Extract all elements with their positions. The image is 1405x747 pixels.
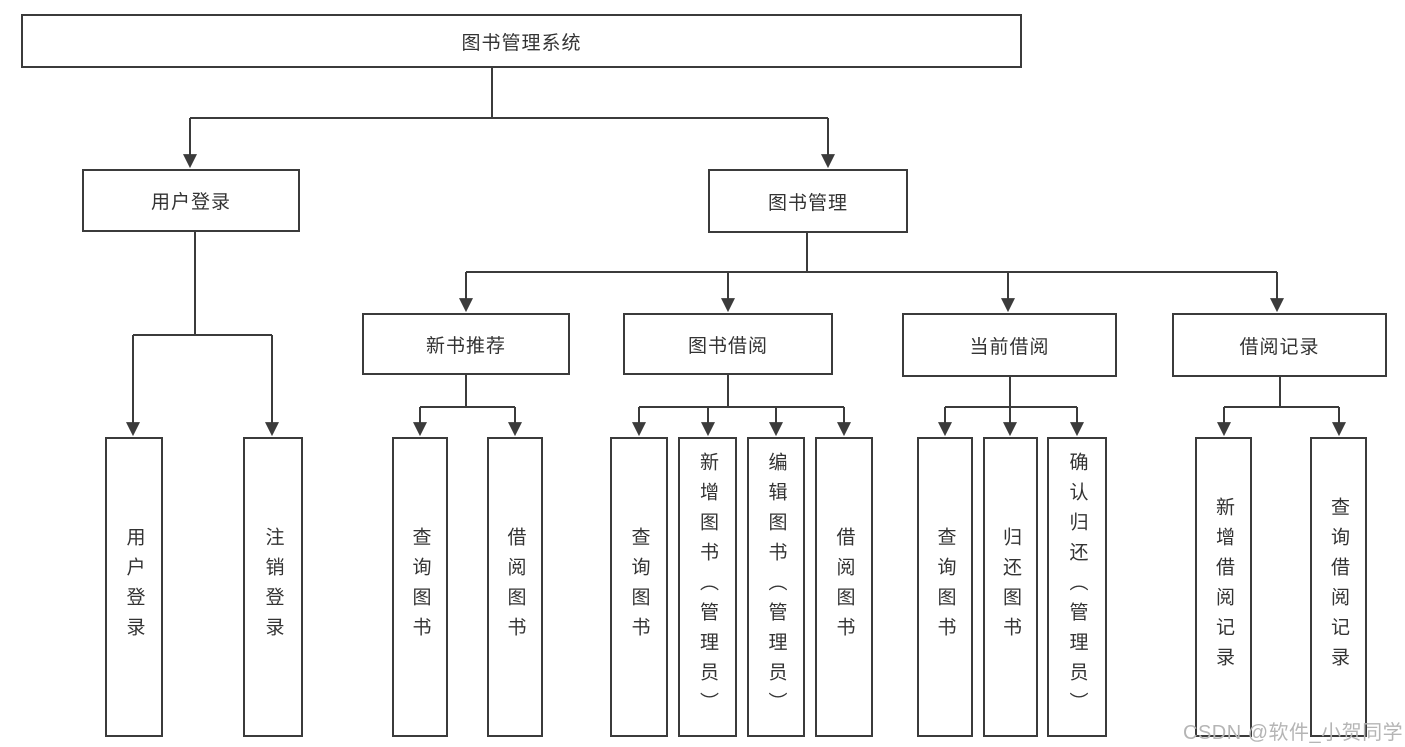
leaf-edit-book-admin: 编辑图书（管理员） (747, 437, 805, 737)
leaf-user-login-label: 用户登录 (123, 527, 145, 647)
leaf-borrow-books-recommend: 借阅图书 (487, 437, 543, 737)
connector-user-login-trunk (133, 232, 272, 336)
leaf-confirm-return-admin: 确认归还（管理员） (1047, 437, 1107, 737)
connector-current-borrow-trunk (945, 377, 1077, 408)
leaf-add-borrow-record-label: 新增借阅记录 (1213, 497, 1234, 677)
leaf-borrow-books: 借阅图书 (815, 437, 873, 737)
leaf-borrow-books-recommend-label: 借阅图书 (504, 527, 526, 647)
leaf-query-borrow-record-label: 查询借阅记录 (1328, 497, 1349, 677)
leaf-query-books-borrowing: 查询图书 (610, 437, 668, 737)
leaf-add-borrow-record: 新增借阅记录 (1195, 437, 1252, 737)
leaf-return-book: 归还图书 (983, 437, 1038, 737)
node-new-book-recommend: 新书推荐 (362, 313, 570, 375)
csdn-watermark: CSDN @软件_小贺同学 (1183, 722, 1404, 744)
connector-borrow-records-trunk (1224, 377, 1339, 408)
leaf-query-books-borrowing-label: 查询图书 (628, 527, 650, 647)
node-library-system-label: 图书管理系统 (461, 32, 582, 54)
node-book-management: 图书管理 (708, 169, 908, 233)
node-current-borrowing: 当前借阅 (902, 313, 1117, 377)
node-book-borrowing-label: 图书借阅 (687, 335, 768, 357)
node-library-system: 图书管理系统 (21, 14, 1022, 68)
leaf-logout: 注销登录 (243, 437, 303, 737)
leaf-edit-book-admin-label: 编辑图书（管理员） (765, 452, 787, 722)
node-new-book-recommend-label: 新书推荐 (425, 335, 506, 357)
node-borrow-records: 借阅记录 (1172, 313, 1387, 377)
leaf-query-books-recommend-label: 查询图书 (409, 527, 431, 647)
leaf-user-login: 用户登录 (105, 437, 163, 737)
connector-book-mgmt-trunk (466, 233, 1277, 273)
node-book-borrowing: 图书借阅 (623, 313, 833, 375)
node-user-login: 用户登录 (82, 169, 300, 232)
node-borrow-records-label: 借阅记录 (1239, 336, 1320, 358)
leaf-add-book-admin: 新增图书（管理员） (678, 437, 737, 737)
node-book-management-label: 图书管理 (767, 192, 848, 214)
connector-root-trunk (190, 68, 828, 119)
leaf-confirm-return-admin-label: 确认归还（管理员） (1066, 452, 1088, 722)
leaf-query-books-current: 查询图书 (917, 437, 973, 737)
leaf-query-borrow-record: 查询借阅记录 (1310, 437, 1367, 737)
leaf-query-books-recommend: 查询图书 (392, 437, 448, 737)
leaf-borrow-books-label: 借阅图书 (833, 527, 855, 647)
leaf-logout-label: 注销登录 (262, 527, 284, 647)
connector-book-borrow-trunk (639, 375, 844, 408)
leaf-query-books-current-label: 查询图书 (934, 527, 956, 647)
leaf-return-book-label: 归还图书 (1000, 527, 1021, 647)
connector-new-books-trunk (420, 375, 515, 408)
leaf-add-book-admin-label: 新增图书（管理员） (697, 452, 718, 722)
node-current-borrowing-label: 当前借阅 (969, 336, 1050, 358)
node-user-login-label: 用户登录 (150, 192, 231, 213)
